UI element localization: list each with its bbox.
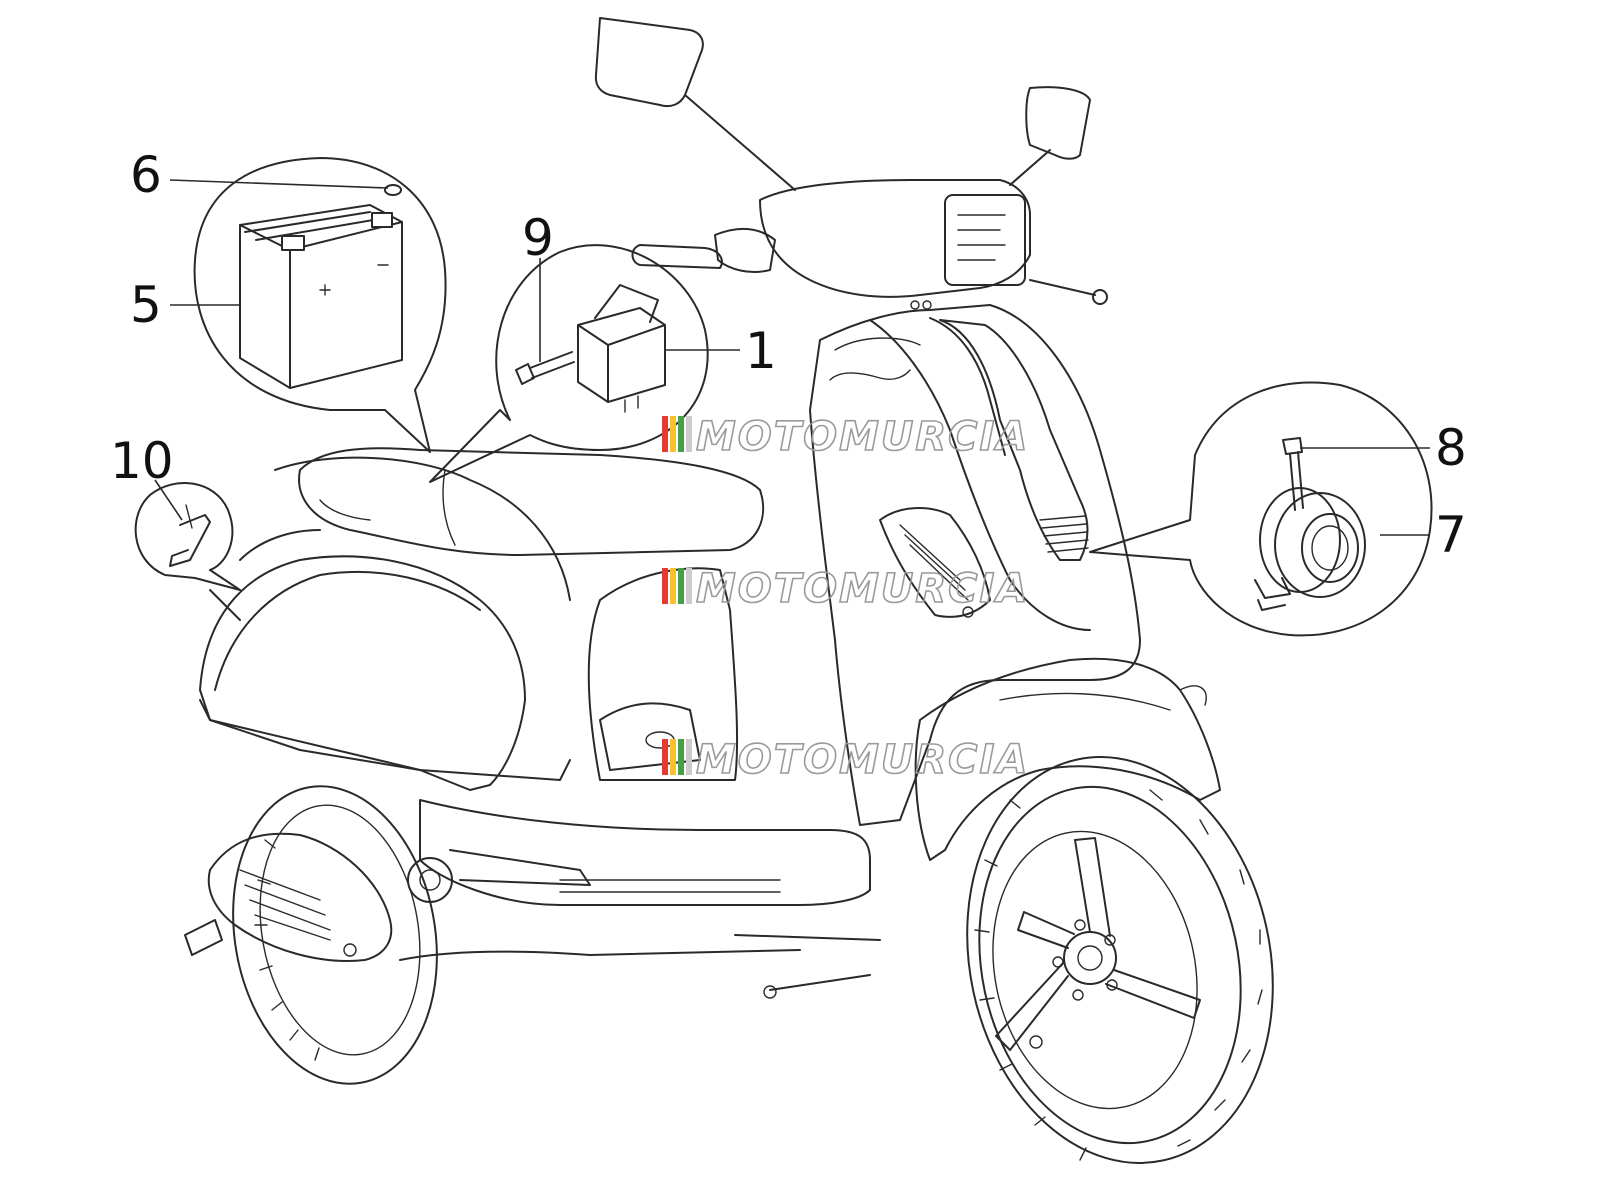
- wm-bar-red: [662, 416, 668, 452]
- exhaust: [184, 832, 393, 962]
- leader-10: [154, 479, 183, 521]
- wm-bar-red: [662, 568, 668, 604]
- callout-8: 8: [1435, 419, 1467, 477]
- callout-6: 6: [130, 146, 162, 204]
- engine: [399, 849, 881, 999]
- watermark-3: MOTOMURCIA: [662, 736, 1029, 784]
- wm-bar-grey: [686, 739, 692, 775]
- watermark-2: MOTOMURCIA: [662, 565, 1029, 613]
- horn-icon: [1254, 487, 1366, 611]
- wm-bar-grey: [686, 416, 692, 452]
- leader-6: [169, 179, 389, 189]
- wm-bar-red: [662, 739, 668, 775]
- wm-bar-yellow: [670, 568, 676, 604]
- callout-10: 10: [110, 432, 174, 490]
- wm-bar-green: [678, 739, 684, 775]
- horn-bolt-icon: [1282, 437, 1304, 511]
- rear-body: [199, 447, 765, 791]
- relay-detail-bubble: [429, 244, 709, 483]
- scooter-illustration: [184, 17, 1274, 1164]
- watermark-text: MOTOMURCIA: [696, 737, 1029, 783]
- rear-wheel: [232, 785, 438, 1085]
- battery-detail-bubble: [193, 157, 447, 453]
- bolt-icon: [515, 351, 575, 385]
- watermark-1: MOTOMURCIA: [662, 413, 1029, 461]
- callout-7: 7: [1435, 506, 1467, 564]
- front-wheel: [966, 756, 1274, 1164]
- wm-bar-yellow: [670, 739, 676, 775]
- headset: [631, 179, 1108, 310]
- horn-detail-bubble: [1089, 381, 1433, 637]
- leg-shield: [809, 304, 1141, 826]
- relay-icon: [577, 284, 666, 413]
- watermark-text: MOTOMURCIA: [696, 566, 1029, 612]
- bracket-icon: [169, 504, 211, 567]
- mirrors: [594, 17, 1091, 191]
- floorboard: [419, 567, 871, 906]
- leader-lines: [154, 179, 1430, 536]
- callout-9: 9: [522, 209, 554, 267]
- battery-icon: [239, 204, 403, 389]
- wm-bar-yellow: [670, 416, 676, 452]
- callout-1: 1: [745, 322, 777, 380]
- callout-numbers: 6 5 9 1 10 8 7: [110, 146, 1467, 564]
- watermark-text: MOTOMURCIA: [696, 414, 1029, 460]
- bracket-detail-bubble: [134, 482, 241, 621]
- front-fender: [914, 657, 1221, 861]
- callout-5: 5: [130, 276, 162, 334]
- wm-bar-green: [678, 416, 684, 452]
- wm-bar-green: [678, 568, 684, 604]
- battery-screw-icon: [384, 184, 402, 196]
- wm-bar-grey: [686, 568, 692, 604]
